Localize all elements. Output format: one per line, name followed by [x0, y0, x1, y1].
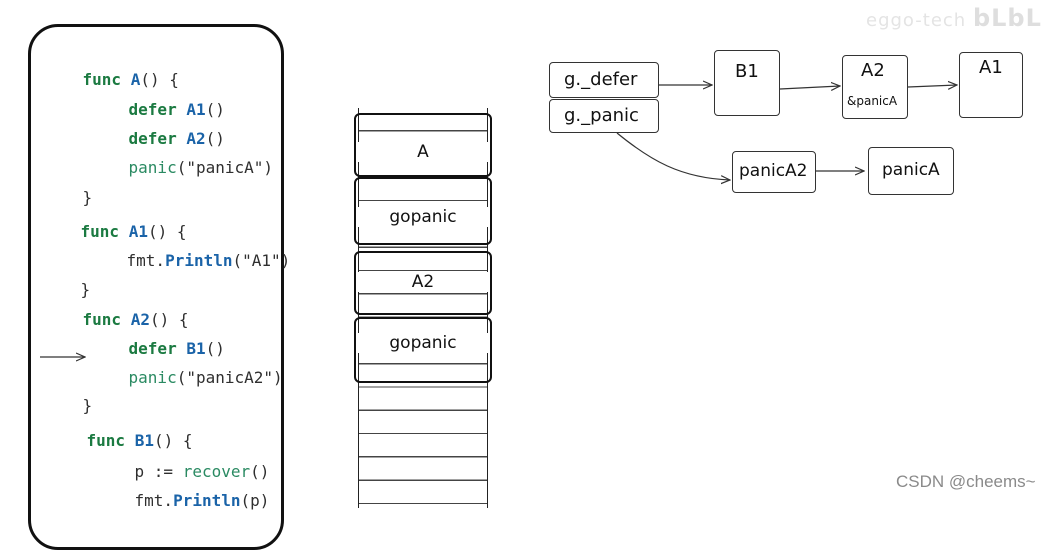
- code-line-panic-a2: panic("panicA2"): [128, 368, 283, 387]
- code-line-defer-a2: defer A2(): [128, 129, 225, 148]
- defer-node-panic-ref: &panicA: [847, 94, 898, 108]
- code-line-defer-a1: defer A1(): [128, 100, 225, 119]
- g-panic-label: g._panic: [564, 105, 639, 126]
- arrow-gpanic-to-panica2: [616, 132, 730, 180]
- defer-node-label: A1: [979, 57, 1003, 78]
- stack-frame-a2: A2: [354, 251, 492, 315]
- code-line-func-a1: func A1() {: [80, 222, 187, 241]
- code-line-close-a2: }: [82, 396, 93, 415]
- code-line-func-a2: func A2() {: [82, 310, 189, 329]
- defer-node-a2: A2 &panicA: [842, 55, 908, 119]
- top-watermark-small: eggo-tech: [866, 10, 967, 31]
- stack-frame-a: A: [354, 113, 492, 177]
- code-line-close-a: }: [82, 188, 93, 207]
- top-watermark: eggo-tech bLbL: [866, 4, 1042, 32]
- stack-frame-label: A: [356, 142, 490, 162]
- panic-node-label: panicA2: [739, 161, 808, 181]
- stack-frame-label: A2: [356, 272, 490, 292]
- code-line-recover: p := recover(): [134, 462, 270, 481]
- stack-frame-gopanic-1: gopanic: [354, 177, 492, 245]
- arrow-a2-to-a1: [907, 85, 957, 87]
- top-watermark-big: bLbL: [972, 4, 1042, 32]
- stack-frame-label: gopanic: [356, 333, 490, 353]
- defer-node-b1: B1: [714, 50, 780, 116]
- code-line-func-b1: func B1() {: [86, 431, 193, 450]
- code-line-close-a1: }: [80, 280, 91, 299]
- code-line-panic-a: panic("panicA"): [128, 158, 274, 177]
- code-line-defer-b1: defer B1(): [128, 339, 225, 358]
- g-panic-box: g._panic: [549, 99, 659, 133]
- code-line-func-a: func A() {: [82, 70, 179, 89]
- panic-node-label: panicA: [882, 160, 940, 180]
- defer-node-label: A2: [861, 60, 885, 81]
- code-panel: [28, 24, 284, 550]
- csdn-watermark: CSDN @cheems~: [896, 472, 1036, 491]
- g-defer-box: g._defer: [549, 62, 659, 98]
- panic-node-panica: panicA: [868, 147, 954, 195]
- stack-frame-label: gopanic: [356, 207, 490, 227]
- arrows-layer: [40, 0, 1054, 500]
- defer-node-a1: A1: [959, 52, 1023, 118]
- arrow-b1-to-a2: [779, 86, 840, 89]
- goroutine-stack: [358, 108, 488, 508]
- g-defer-label: g._defer: [564, 69, 638, 90]
- defer-node-label: B1: [735, 61, 759, 82]
- stack-frame-gopanic-2: gopanic: [354, 317, 492, 383]
- panic-node-panica2: panicA2: [732, 151, 816, 193]
- code-line-println-a1: fmt.Println("A1"): [126, 251, 291, 270]
